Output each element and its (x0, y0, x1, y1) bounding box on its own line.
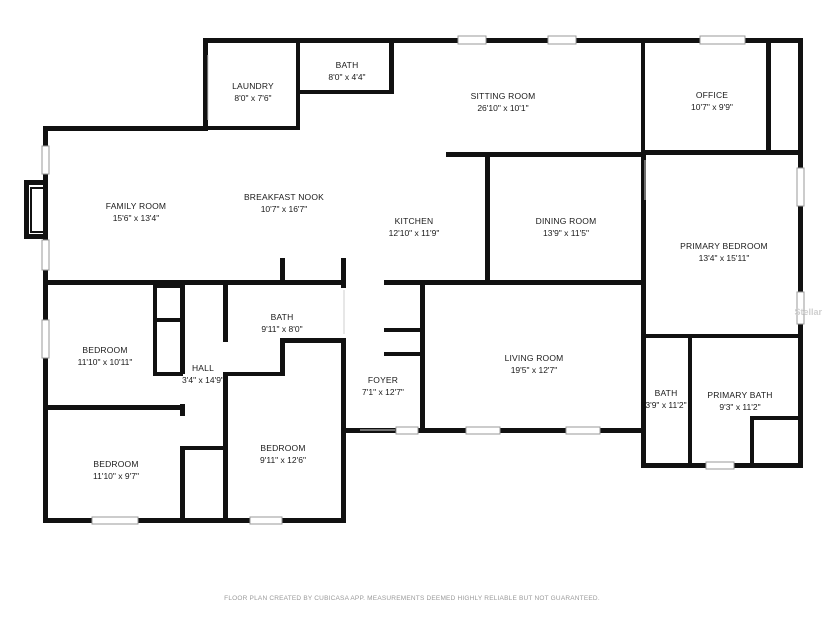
room-labels: LAUNDRY 8'0" x 7'6" BATH 8'0" x 4'4" SIT… (78, 60, 773, 481)
foyer-dims: 7'1" x 12'7" (362, 387, 404, 397)
bedroom-2-dims: 11'10" x 9'7" (93, 471, 139, 481)
hall-dims: 3'4" x 14'9" (182, 375, 224, 385)
watermark: Stellar (794, 307, 822, 317)
living-room-dims: 19'5" x 12'7" (511, 365, 558, 375)
dining-room-dims: 13'9" x 11'5" (543, 228, 589, 238)
foyer-name: FOYER (368, 375, 398, 385)
bedroom-3-dims: 9'11" x 12'6" (260, 455, 306, 465)
windows (41, 35, 805, 525)
laundry-dims: 8'0" x 7'6" (234, 93, 271, 103)
primary-bath-name: PRIMARY BATH (707, 390, 772, 400)
sitting-room-dims: 26'10" x 10'1" (477, 103, 528, 113)
bath-mid-dims: 9'11" x 8'0" (261, 324, 302, 334)
bedroom-2-name: BEDROOM (93, 459, 138, 469)
laundry-name: LAUNDRY (232, 81, 274, 91)
kitchen-dims: 12'10" x 11'9" (389, 228, 440, 238)
kitchen-name: KITCHEN (395, 216, 434, 226)
bath-small-name: BATH (655, 388, 678, 398)
bedroom-1-dims: 11'10" x 10'11" (78, 357, 133, 367)
door-openings (207, 55, 646, 431)
dining-room-name: DINING ROOM (536, 216, 597, 226)
bath-mid-name: BATH (271, 312, 294, 322)
office-name: OFFICE (696, 90, 728, 100)
bedroom-3-name: BEDROOM (260, 443, 305, 453)
bath-top-name: BATH (336, 60, 359, 70)
bedroom-1-name: BEDROOM (82, 345, 127, 355)
bath-top-dims: 8'0" x 4'4" (328, 72, 365, 82)
breakfast-nook-dims: 10'7" x 16'7" (261, 204, 308, 214)
family-room-name: FAMILY ROOM (106, 201, 166, 211)
living-room-name: LIVING ROOM (505, 353, 564, 363)
sitting-room-name: SITTING ROOM (471, 91, 536, 101)
hall-name: HALL (192, 363, 214, 373)
footer-disclaimer: FLOOR PLAN CREATED BY CUBICASA APP. MEAS… (224, 595, 600, 602)
primary-bedroom-name: PRIMARY BEDROOM (680, 241, 768, 251)
walls (24, 38, 803, 523)
family-room-dims: 15'6" x 13'4" (113, 213, 160, 223)
office-dims: 10'7" x 9'9" (691, 102, 733, 112)
breakfast-nook-name: BREAKFAST NOOK (244, 192, 324, 202)
bath-small-dims: 3'9" x 11'2" (645, 400, 686, 410)
primary-bath-dims: 9'3" x 11'2" (719, 402, 760, 412)
primary-bedroom-dims: 13'4" x 15'11" (699, 253, 750, 263)
